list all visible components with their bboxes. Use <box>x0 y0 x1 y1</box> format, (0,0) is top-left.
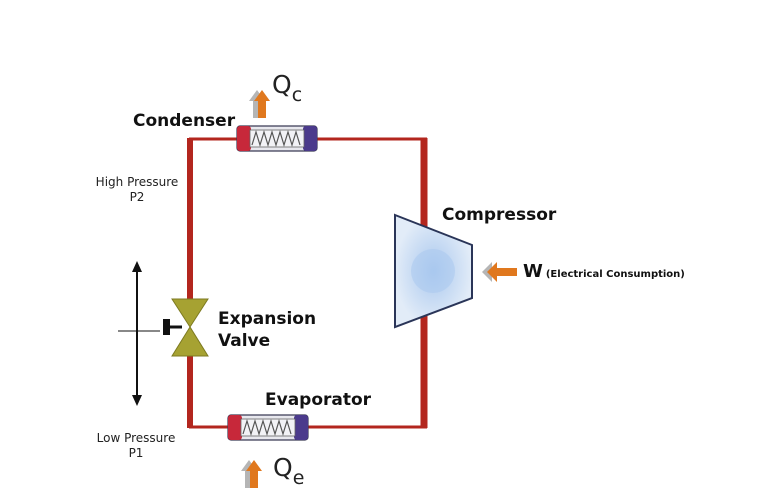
expansion-valve-label-line1: Expansion <box>218 309 317 329</box>
evaporator-label: Evaporator <box>265 390 372 410</box>
work-symbol: W <box>523 261 543 282</box>
work-note: (Electrical Consumption) <box>545 269 685 280</box>
pipe-loop <box>187 137 428 429</box>
compressor-shape <box>394 213 473 329</box>
heat-absorbed-label: Qe <box>273 453 304 489</box>
qc-symbol: Q <box>272 70 292 99</box>
condenser-coil <box>236 125 318 152</box>
high-pressure-line2: P2 <box>129 190 145 204</box>
qc-subscript: c <box>291 84 303 106</box>
qe-symbol: Q <box>273 453 293 482</box>
expansion-valve-shape <box>163 298 209 357</box>
work-input-arrow <box>482 262 517 282</box>
heat-out-arrow <box>249 90 270 118</box>
pressure-axis <box>118 261 160 406</box>
heat-rejected-label: Qc <box>272 70 302 106</box>
expansion-valve-label-line2: Valve <box>218 331 271 351</box>
qe-subscript: e <box>292 467 305 489</box>
compressor-label: Compressor <box>442 205 557 225</box>
low-pressure-line1: Low Pressure <box>96 431 176 445</box>
expansion-valve-label: Expansion Valve <box>218 308 316 352</box>
high-pressure-label: High Pressure P2 <box>88 175 186 205</box>
evaporator-coil <box>227 414 309 441</box>
high-pressure-line1: High Pressure <box>95 175 179 189</box>
heat-in-arrow <box>241 460 262 488</box>
condenser-label: Condenser <box>133 111 236 131</box>
low-pressure-line2: P1 <box>128 446 144 460</box>
work-input-label: W(Electrical Consumption) <box>523 261 685 282</box>
low-pressure-label: Low Pressure P1 <box>88 431 184 461</box>
